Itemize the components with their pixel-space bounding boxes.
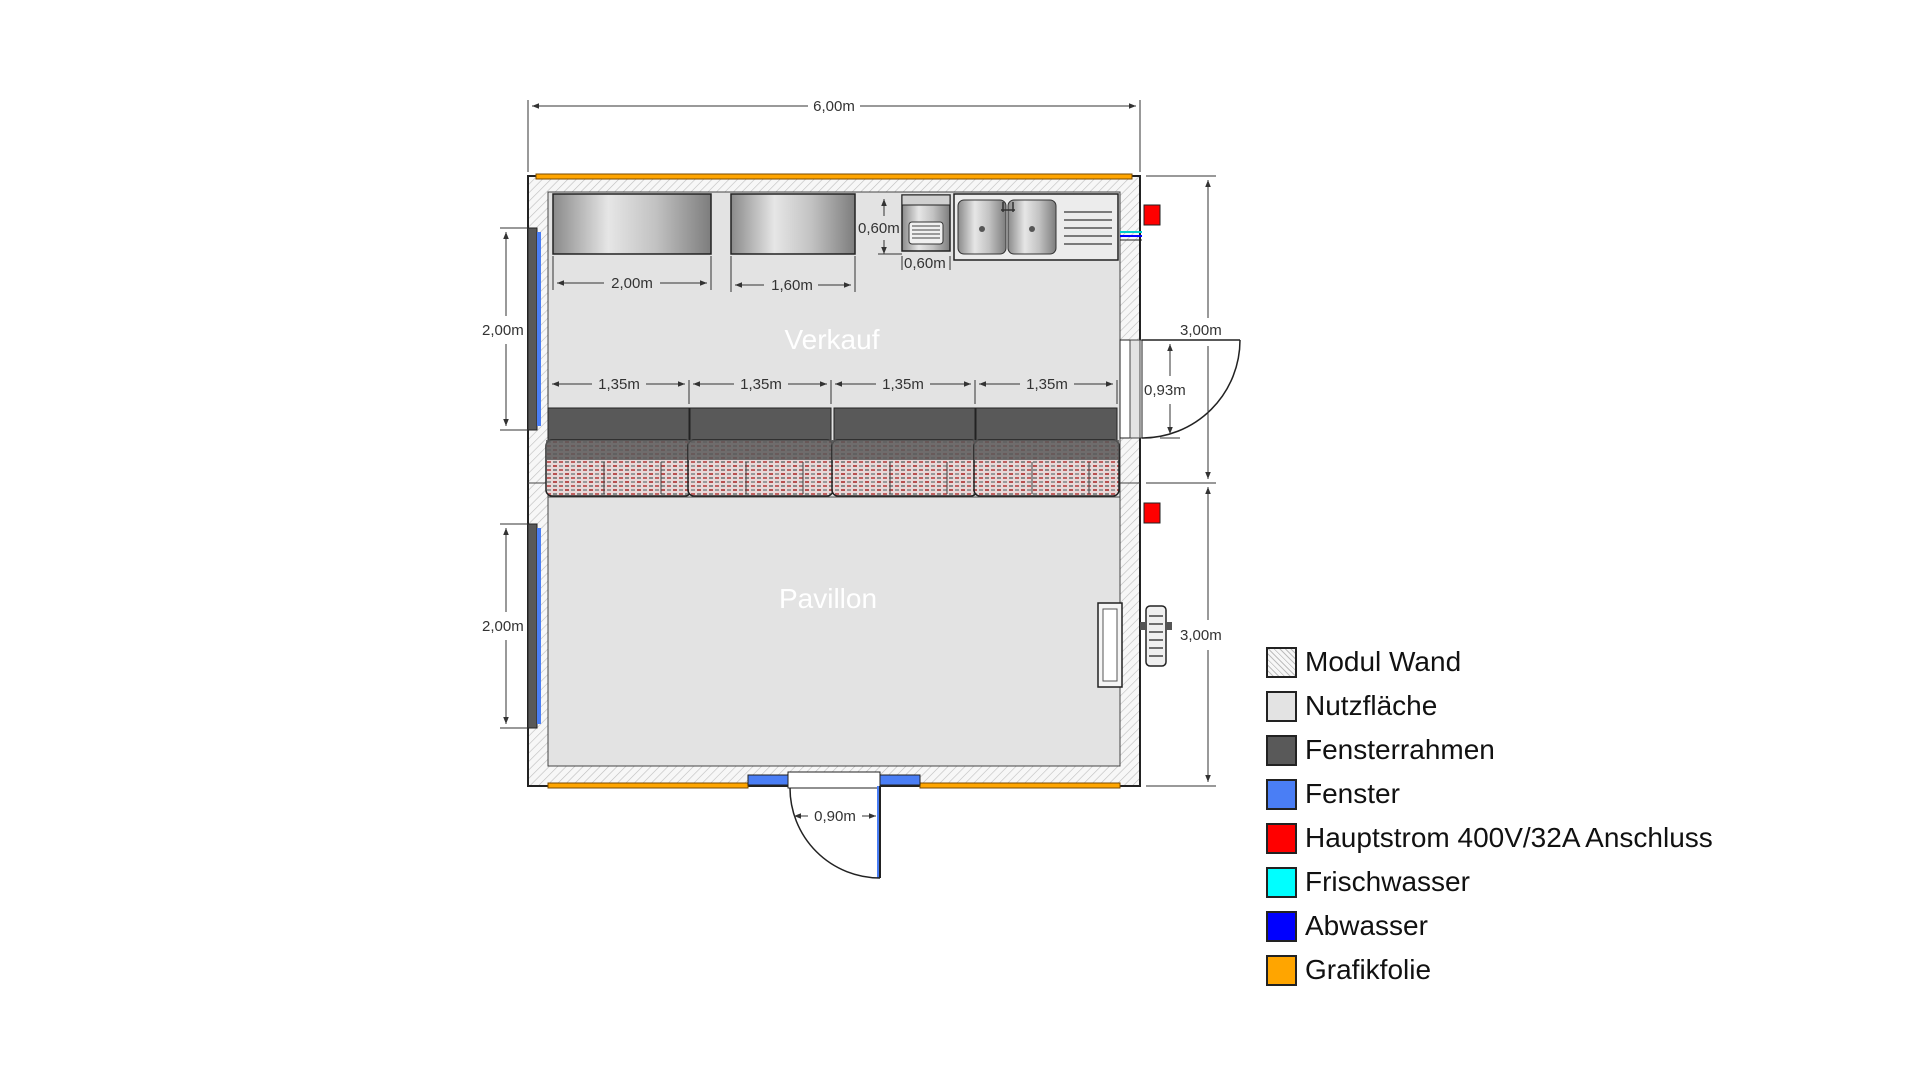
dim-window-left-upper: 2,00m — [482, 322, 524, 339]
power-connection-upper — [1143, 204, 1161, 226]
dim-display-3: 1,35m — [882, 376, 924, 393]
dim-counter-1: 2,00m — [611, 275, 653, 292]
legend-label: Modul Wand — [1305, 646, 1462, 677]
dim-display-4: 1,35m — [1026, 376, 1068, 393]
window-left-lower — [527, 523, 541, 729]
legend-label: Grafikfolie — [1305, 954, 1432, 985]
dim-hand-basin-depth: 0,60m — [858, 220, 900, 237]
legend-item-fensterrahmen: Fensterrahmen — [1266, 728, 1713, 772]
dim-front-door: 0,90m — [814, 808, 856, 825]
window-left-upper — [527, 227, 541, 431]
legend-swatch — [1266, 866, 1297, 898]
legend-swatch — [1266, 734, 1297, 766]
legend-swatch-hatch — [1266, 646, 1297, 678]
dim-right-upper: 3,00m — [1180, 322, 1222, 339]
legend-item-hauptstrom: Hauptstrom 400V/32A Anschluss — [1266, 816, 1713, 860]
legend-item-nutzflaeche: Nutzfläche — [1266, 684, 1713, 728]
legend-swatch — [1266, 954, 1297, 986]
side-door — [1119, 339, 1241, 439]
graphic-foil-bottom-left — [547, 782, 749, 789]
dim-counter-2: 1,60m — [771, 277, 813, 294]
display-unit-3 — [831, 407, 978, 497]
legend-swatch — [1266, 910, 1297, 942]
room-label-verkauf: Verkauf — [785, 324, 880, 355]
counter-1 — [552, 193, 712, 255]
double-sink — [953, 193, 1119, 261]
heater — [1097, 602, 1123, 688]
display-unit-1 — [545, 407, 692, 497]
legend-label: Fenster — [1305, 778, 1400, 809]
legend-label: Fensterrahmen — [1305, 734, 1495, 765]
dim-display-2: 1,35m — [740, 376, 782, 393]
display-unit-4 — [973, 407, 1120, 497]
legend-label: Abwasser — [1305, 910, 1428, 941]
legend-swatch — [1266, 778, 1297, 810]
dimension-lines — [500, 100, 1216, 819]
counter-2 — [730, 193, 856, 255]
dim-display-1: 1,35m — [598, 376, 640, 393]
legend-item-frischwasser: Frischwasser — [1266, 860, 1713, 904]
graphic-foil-bottom-right — [919, 782, 1121, 789]
room-label-pavillon: Pavillon — [779, 583, 877, 614]
legend: Modul Wand Nutzfläche Fensterrahmen Fens… — [1266, 640, 1713, 992]
legend-item-grafikfolie: Grafikfolie — [1266, 948, 1713, 992]
power-connection-lower — [1143, 502, 1161, 524]
dim-side-door: 0,93m — [1144, 382, 1186, 399]
legend-label: Frischwasser — [1305, 866, 1470, 897]
legend-item-abwasser: Abwasser — [1266, 904, 1713, 948]
dim-window-left-lower: 2,00m — [482, 618, 524, 635]
legend-item-modul-wand: Modul Wand — [1266, 640, 1713, 684]
legend-item-fenster: Fenster — [1266, 772, 1713, 816]
legend-label: Hauptstrom 400V/32A Anschluss — [1305, 822, 1713, 853]
dim-hand-basin-width: 0,60m — [904, 255, 946, 272]
display-unit-2 — [687, 407, 834, 497]
legend-swatch — [1266, 822, 1297, 854]
legend-swatch — [1266, 690, 1297, 722]
hand-basin — [901, 194, 951, 252]
ac-unit — [1140, 605, 1172, 667]
front-door — [747, 771, 921, 879]
dim-right-lower: 3,00m — [1180, 627, 1222, 644]
legend-label: Nutzfläche — [1305, 690, 1438, 721]
graphic-foil-top — [535, 173, 1133, 180]
dim-overall-width: 6,00m — [813, 98, 855, 115]
